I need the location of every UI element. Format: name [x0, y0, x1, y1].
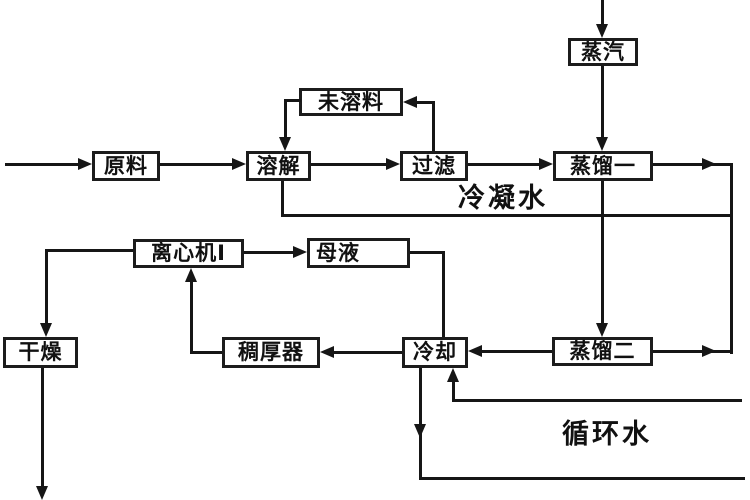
node-distill-2: 蒸馏二: [552, 337, 653, 366]
node-mother-liquor: 母液: [307, 238, 410, 268]
arrowhead-into-steam: [596, 24, 608, 38]
edge-circwater-in-hline: [452, 399, 742, 402]
edge-undissolved-to-dissolve-hline: [284, 99, 301, 102]
edge-cooling-to-thickener-line: [334, 351, 402, 354]
arrowhead-into-filter: [386, 158, 400, 170]
node-raw-material: 原料: [92, 151, 160, 181]
node-filter: 过滤: [400, 151, 468, 181]
node-dissolve: 溶解: [246, 151, 311, 181]
arrowhead-cooling-out: [414, 424, 426, 438]
node-filter-label: 过滤: [412, 153, 456, 178]
arrowhead-into-distill1-left: [539, 158, 553, 170]
node-distill-2-label: 蒸馏二: [569, 339, 636, 363]
edge-dissolve-to-filter-line: [311, 163, 388, 166]
stream-label-circulating-water: 循环水: [562, 419, 652, 450]
arrowhead-distill2-out: [702, 345, 716, 357]
edge-raw-to-dissolve-line: [160, 163, 234, 166]
edge-drying-outlet-vline: [41, 368, 44, 486]
arrowhead-into-raw: [78, 158, 92, 170]
node-cooling: 冷却: [402, 337, 468, 368]
edge-distill1-out-hline: [653, 163, 733, 166]
arrowhead-into-distill2-top: [596, 323, 608, 337]
node-undissolved-label: 未溶料: [318, 89, 384, 114]
node-mother-liquor-label: 母液: [316, 240, 360, 265]
arrowhead-into-undissolved: [403, 96, 417, 108]
edge-circwater-in-vline: [452, 382, 455, 402]
arrowhead-into-mother: [293, 246, 307, 258]
edge-distill1-to-distill2-vline: [601, 181, 604, 325]
node-dissolve-label: 溶解: [256, 153, 301, 178]
node-centrifuge-1-label: 离心机Ⅰ: [151, 241, 226, 265]
arrowhead-into-cooling-bottom: [447, 368, 459, 382]
node-raw-material-label: 原料: [104, 153, 148, 178]
arrowhead-into-centrifuge-bottom: [185, 268, 197, 282]
node-undissolved: 未溶料: [299, 88, 403, 116]
edge-feed-to-raw-line: [5, 163, 80, 166]
arrowhead-into-dissolve-top: [279, 137, 291, 151]
edge-distill2-out-hline: [653, 350, 733, 353]
edge-mother-to-cooling-hline: [410, 251, 445, 254]
edge-centrifuge-to-drying-vline: [45, 249, 48, 323]
edge-filter-to-undissolved-hline: [417, 101, 435, 104]
edge-thickener-to-centrifuge-hline: [190, 351, 222, 354]
edge-supply-to-steam-line: [601, 0, 604, 26]
edge-filter-to-undissolved-vline: [432, 101, 435, 151]
arrowhead-distill1-out: [702, 158, 716, 170]
arrowhead-into-distill1-top: [596, 137, 608, 151]
node-drying-label: 干燥: [18, 340, 63, 364]
node-drying: 干燥: [3, 337, 78, 368]
edge-steam-to-distill1-line: [601, 66, 604, 139]
edge-thickener-to-centrifuge-vline: [190, 282, 193, 354]
node-centrifuge-1: 离心机Ⅰ: [133, 239, 244, 268]
edge-undissolved-to-dissolve-vline: [284, 99, 287, 139]
node-cooling-label: 冷却: [413, 340, 457, 364]
arrowhead-into-cooling-right: [468, 345, 482, 357]
arrowhead-into-thickener: [320, 346, 334, 358]
edge-centrifuge-to-mother-line: [244, 251, 293, 254]
stream-label-condensate: 冷凝水: [458, 183, 548, 214]
edge-condensate-to-dissolve-vline: [281, 181, 284, 217]
arrowhead-drying-outlet: [36, 486, 48, 500]
edge-distill2-to-cooling-line: [482, 350, 552, 353]
edge-mother-to-cooling-vline: [442, 251, 445, 337]
node-steam-label: 蒸汽: [581, 39, 625, 64]
node-thickener-label: 稠厚器: [238, 340, 304, 364]
arrowhead-into-dissolve: [232, 158, 246, 170]
node-steam: 蒸汽: [568, 38, 638, 66]
edge-condensate-hline: [281, 214, 733, 217]
node-distill-1: 蒸馏一: [553, 151, 653, 181]
edge-circwater-out-hline: [419, 477, 745, 480]
node-distill-1-label: 蒸馏一: [570, 153, 636, 178]
edge-filter-to-distill1-line: [468, 163, 541, 166]
node-thickener: 稠厚器: [222, 337, 320, 368]
arrowhead-into-drying-top: [40, 323, 52, 337]
edge-centrifuge-to-drying-hline: [45, 249, 133, 252]
edge-right-riser-vline: [730, 163, 733, 354]
